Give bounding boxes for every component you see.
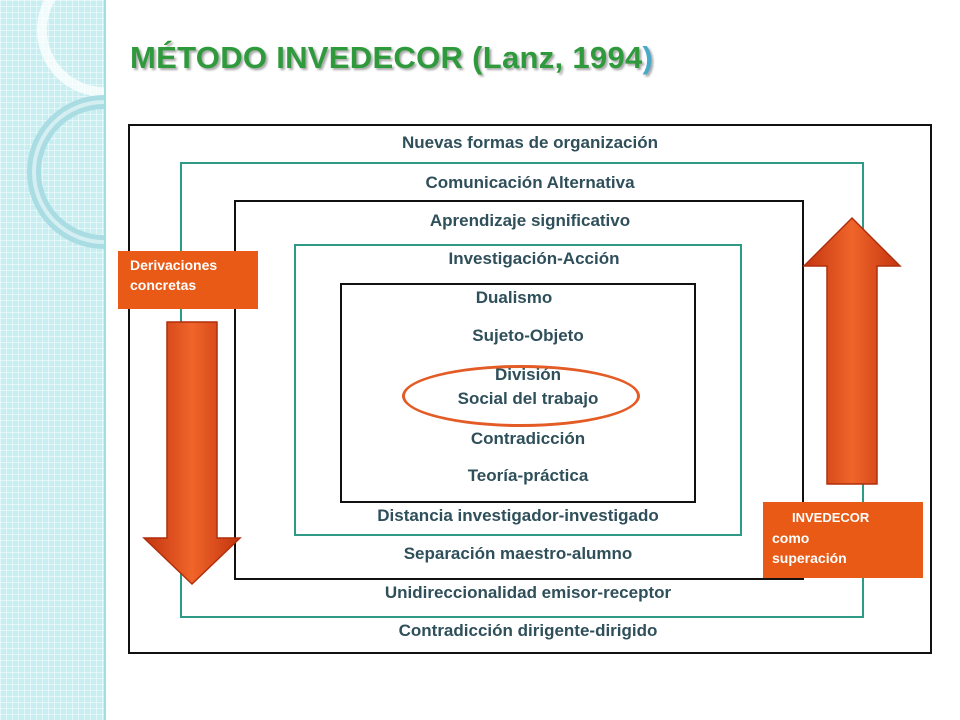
core-sujeto-objeto: Sujeto-Objeto [472,326,584,345]
frame-outer [128,124,932,654]
slide-title: MÉTODO INVEDECOR (Lanz, 1994) [130,40,653,76]
frame-fourth [294,244,742,536]
callout-invedecor-line3: superación [772,550,847,566]
core-dualismo: Dualismo [475,288,553,307]
core-contradiccion: Contradicción [470,429,586,448]
label-investigacion-accion: Investigación-Acción [374,248,694,270]
label-contradiccion-dirigente: Contradicción dirigente-dirigido [318,620,738,642]
decorative-side-strip [0,0,106,720]
core-teoria-practica: Teoría-práctica [467,466,589,485]
down-arrow-icon [142,321,242,586]
callout-derivaciones-line1: Derivaciones [130,257,218,273]
label-nuevas-formas: Nuevas formas de organización [401,133,659,152]
callout-derivaciones-line2: concretas [130,277,197,293]
callout-derivaciones: Derivaciones concretas [118,251,258,309]
frame-core [340,283,696,503]
decorative-circles [27,0,104,249]
up-arrow-icon [802,216,902,485]
frame-third [234,200,804,580]
callout-invedecor-line2: como [772,530,810,546]
callout-invedecor: INVEDECOR como superación [763,502,923,578]
label-unidireccionalidad: Unidireccionalidad emisor-receptor [318,582,738,604]
label-aprendizaje-significativo: Aprendizaje significativo [360,210,700,232]
title-close-paren: ) [642,40,654,75]
callout-invedecor-line1: INVEDECOR [792,510,870,525]
label-comunicacion-alternativa: Comunicación Alternativa [360,172,700,194]
label-distancia-investigador: Distancia investigador-investigado [318,505,718,527]
label-separacion-maestro: Separación maestro-alumno [338,543,698,565]
highlight-ellipse [402,365,640,427]
title-text: MÉTODO INVEDECOR (Lanz, 1994 [130,40,643,75]
